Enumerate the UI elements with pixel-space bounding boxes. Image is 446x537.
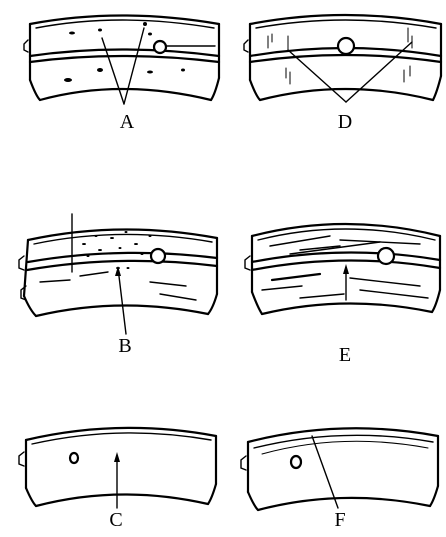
bearing-shell-c — [18, 426, 218, 509]
label-c: C — [109, 509, 123, 531]
label-b: B — [118, 335, 132, 357]
bearing-shell-f — [240, 427, 440, 512]
bearing-shell-e — [244, 222, 442, 316]
label-d: D — [337, 111, 353, 133]
label-a: A — [119, 111, 135, 133]
label-f: F — [334, 509, 346, 531]
bearing-shell-b — [18, 213, 219, 335]
bearing-shell-a — [23, 14, 221, 105]
label-e: E — [338, 344, 352, 366]
bearing-shell-d — [243, 13, 443, 103]
